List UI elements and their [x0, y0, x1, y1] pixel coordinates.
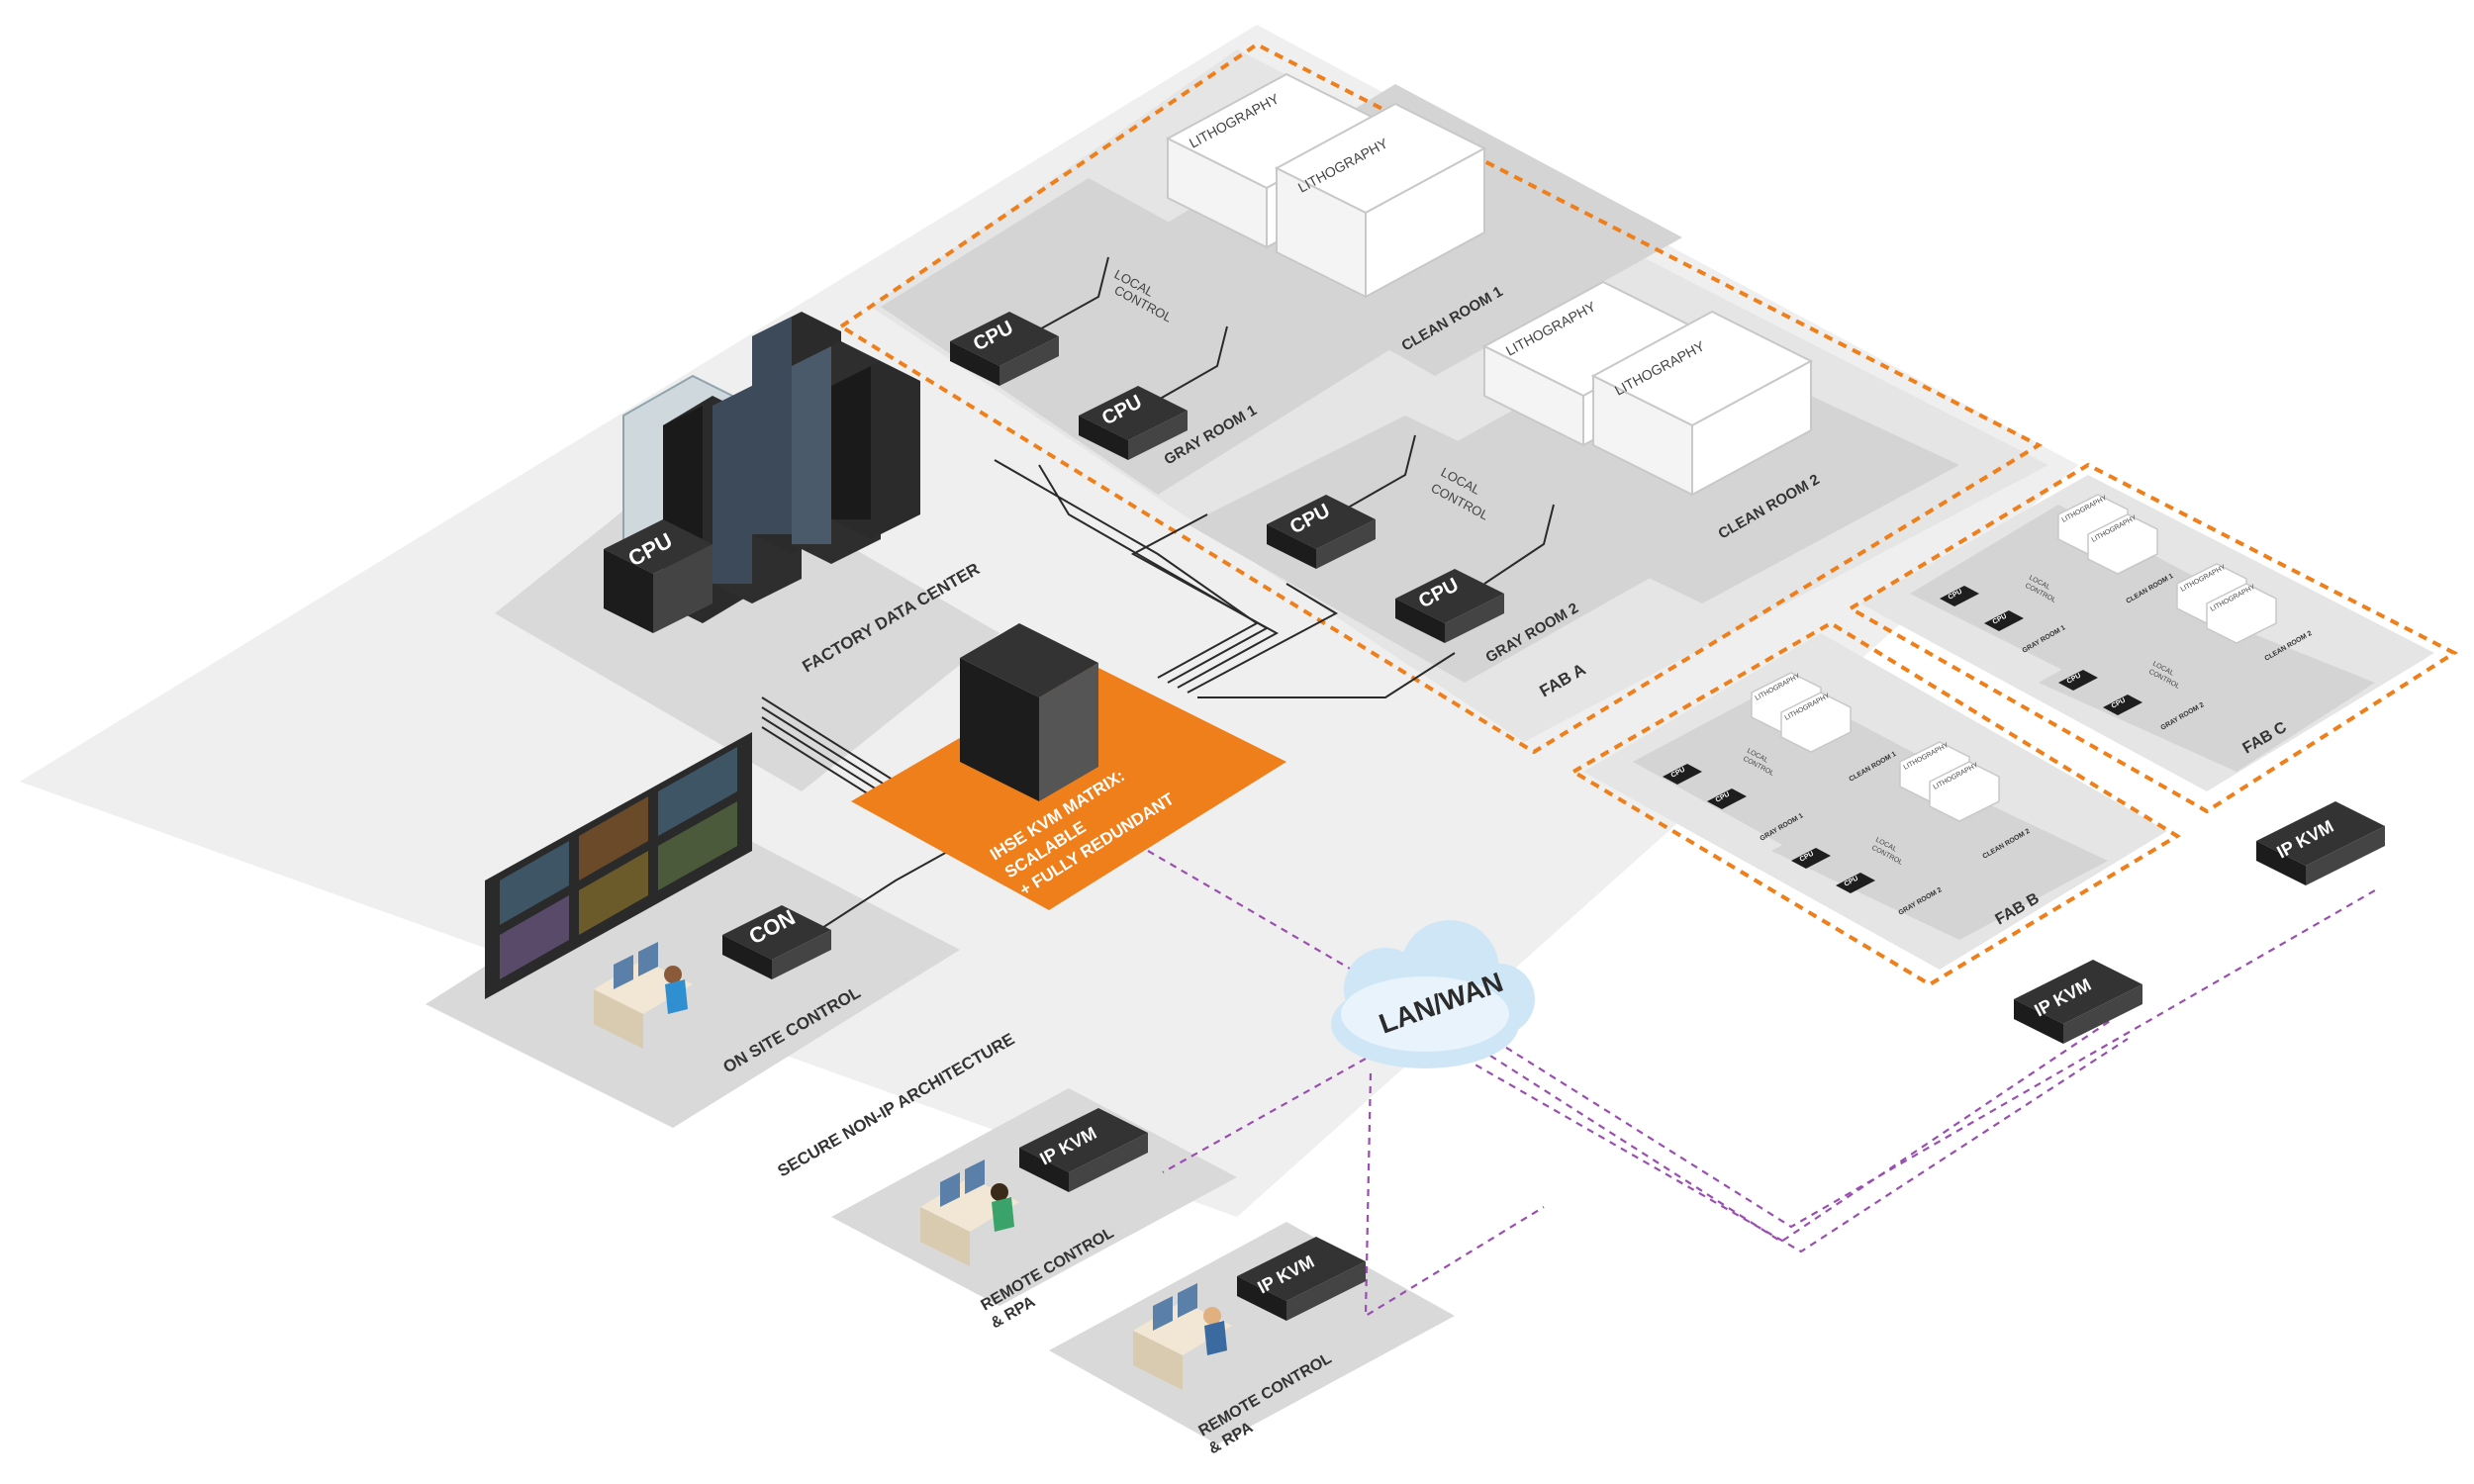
data-center-floor: [495, 455, 999, 791]
fab-c-room-b: [2039, 603, 2375, 772]
lan-wan-cloud-icon: [1331, 920, 1535, 1068]
kvm-matrix-chassis: [960, 623, 1098, 801]
fab-a-lithography-units: [1165, 72, 1814, 497]
kvm-matrix-platform: [851, 663, 1286, 910]
gray-room-2-floor: [1188, 416, 1692, 683]
fab-a-cpu-units: [950, 312, 1504, 643]
remote-operator-desk-2: [1133, 1283, 1232, 1390]
on-site-control-floor: [426, 821, 960, 1128]
fab-b-room-b: [1771, 772, 2108, 940]
ip-kvm-remote-1: [1019, 1108, 1148, 1192]
fab-b-boundary: [1570, 620, 2181, 987]
ip-network-links: [1147, 850, 2376, 1318]
data-center-cpu-stack: [604, 519, 713, 633]
on-site-con-unit: [722, 905, 831, 979]
fab-b-equipment: [1663, 672, 2000, 893]
fab-c-boundary: [1847, 462, 2459, 814]
ip-kvm-fab-b: [2014, 960, 2142, 1044]
fab-a-boundary: [837, 42, 2044, 755]
gray-room-1-floor: [881, 178, 1395, 495]
remote-operator-desk-1: [920, 1159, 1019, 1266]
ip-kvm-remote-2: [1237, 1237, 1366, 1321]
on-site-operator-desk: [594, 942, 693, 1049]
fab-c-equipment: [1940, 494, 2277, 715]
ip-kvm-fab-c: [2256, 801, 2385, 885]
video-wall: [485, 732, 752, 999]
server-racks: [622, 312, 920, 623]
